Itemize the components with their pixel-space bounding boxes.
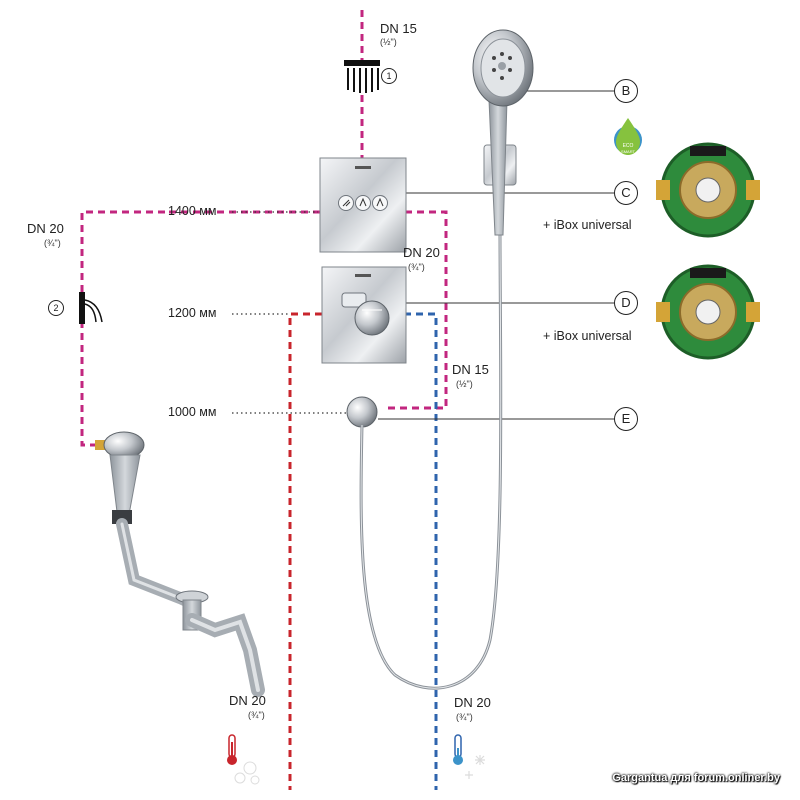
dn20-hot-label: DN 20	[229, 693, 266, 708]
dn15-mid-sub: (½")	[456, 379, 473, 389]
hot-water-icon	[227, 734, 260, 785]
ibox-d-label: + iBox universal	[543, 329, 632, 343]
ibox-d-icon	[656, 264, 760, 360]
hot-pipe	[288, 312, 322, 790]
eco-badge-line2: SMART	[621, 149, 635, 154]
mixed-pipe-bath	[80, 210, 165, 447]
ibox-c-label: + iBox universal	[543, 218, 632, 232]
ibox-c-icon	[656, 142, 760, 238]
cold-pipe	[404, 312, 438, 790]
marker-1: 1	[381, 68, 397, 84]
dn20-left-sub: (¾")	[44, 238, 61, 248]
dn15-mid-label: DN 15	[452, 362, 489, 377]
height-1000-label: 1000 мм	[168, 405, 217, 419]
height-1400-label: 1400 мм	[168, 204, 217, 218]
thermostat-knob	[354, 300, 390, 336]
marker-d: D	[614, 291, 638, 315]
hand-shower	[472, 29, 534, 236]
dn20-cold-label: DN 20	[454, 695, 491, 710]
bath-drain-assembly	[95, 431, 265, 697]
dn20-mid-label: DN 20	[403, 245, 440, 260]
marker-2: 2	[48, 300, 64, 316]
eco-smart-icon: ECO SMART	[614, 118, 642, 155]
watermark: Gargantua для forum.onliner.by	[612, 772, 780, 784]
dn15-top-sub: (½")	[380, 37, 397, 47]
shower-select-panel	[319, 157, 407, 253]
dn15-top-label: DN 15	[380, 21, 417, 36]
dn20-hot-sub: (¾")	[248, 710, 265, 720]
mixed-pipe-1400-right	[388, 210, 448, 410]
thermostat-panel	[321, 266, 407, 364]
height-1200-label: 1200 мм	[168, 306, 217, 320]
bath-spout-icon	[79, 292, 103, 324]
select-button-3	[372, 195, 388, 211]
eco-badge-line1: ECO	[623, 143, 634, 149]
marker-b: B	[614, 79, 638, 103]
marker-e: E	[614, 407, 638, 431]
dn20-cold-sub: (¾")	[456, 712, 473, 722]
cold-water-icon	[453, 734, 485, 779]
dn20-left-label: DN 20	[27, 221, 64, 236]
select-button-2	[355, 195, 371, 211]
marker-c: C	[614, 181, 638, 205]
dn20-mid-sub: (¾")	[408, 262, 425, 272]
overhead-shower-icon	[344, 60, 380, 93]
wall-outlet	[346, 396, 378, 428]
